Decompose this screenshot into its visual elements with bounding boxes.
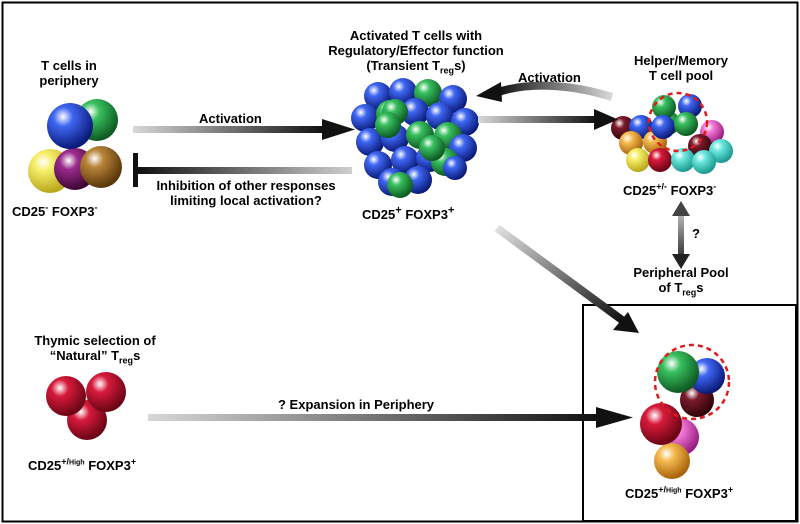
memory-phenotype: CD25+/- FOXP3- [623,181,717,198]
memory-treg-highlight-circle [647,91,709,153]
thymic-title: Thymic selection of “Natural” Tregs [34,333,156,366]
treg-pool-box [582,304,797,522]
activation-arrow [133,119,355,140]
treg-pool-phenotype: CD25+/High FOXP3+ [625,484,734,501]
peripheral-question-mark: ? [692,226,700,241]
activated-t-cell-cluster [351,78,479,198]
peripheral-pool-label: Peripheral Pool of Tregs [633,265,729,298]
expansion-arrow [148,407,633,428]
treg-pool-cluster [640,351,725,479]
memory-peripheral-double-arrow [672,201,690,269]
naive-phenotype: CD25- FOXP3- [12,202,98,219]
helper-memory-cluster [611,94,733,174]
memory-activation-label: Activation [518,70,581,85]
expansion-label: ? Expansion in Periphery [278,397,435,412]
treg-pool-highlight-circle [653,343,731,421]
thymic-phenotype: CD25+/High FOXP3+ [28,456,137,473]
activated-to-treg-arrow [494,224,639,333]
activated-title: Activated T cells with Regulatory/Effect… [328,28,504,76]
naive-t-cell-cluster [28,99,122,193]
activation-label: Activation [199,111,262,126]
natural-treg-cluster [46,372,126,440]
activated-to-memory-arrow [478,109,618,130]
activated-phenotype: CD25+ FOXP3+ [362,204,455,222]
memory-activation-arrow [476,81,614,102]
inhibition-arrow [133,153,352,187]
